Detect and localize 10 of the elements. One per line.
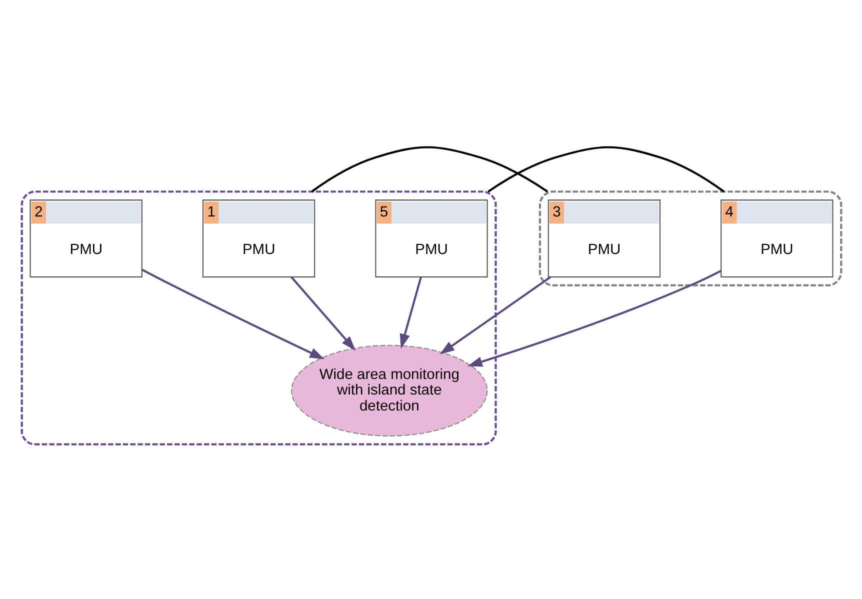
arrow — [439, 276, 551, 354]
cluster — [538, 190, 842, 286]
node-ellipse: Wide area monitoring with island state detection — [290, 344, 488, 436]
arrow — [290, 276, 356, 350]
arrow — [141, 268, 324, 359]
connector — [310, 146, 548, 192]
arrow — [467, 269, 721, 366]
connector — [487, 146, 724, 192]
arrow — [399, 276, 422, 348]
cluster — [20, 190, 496, 445]
